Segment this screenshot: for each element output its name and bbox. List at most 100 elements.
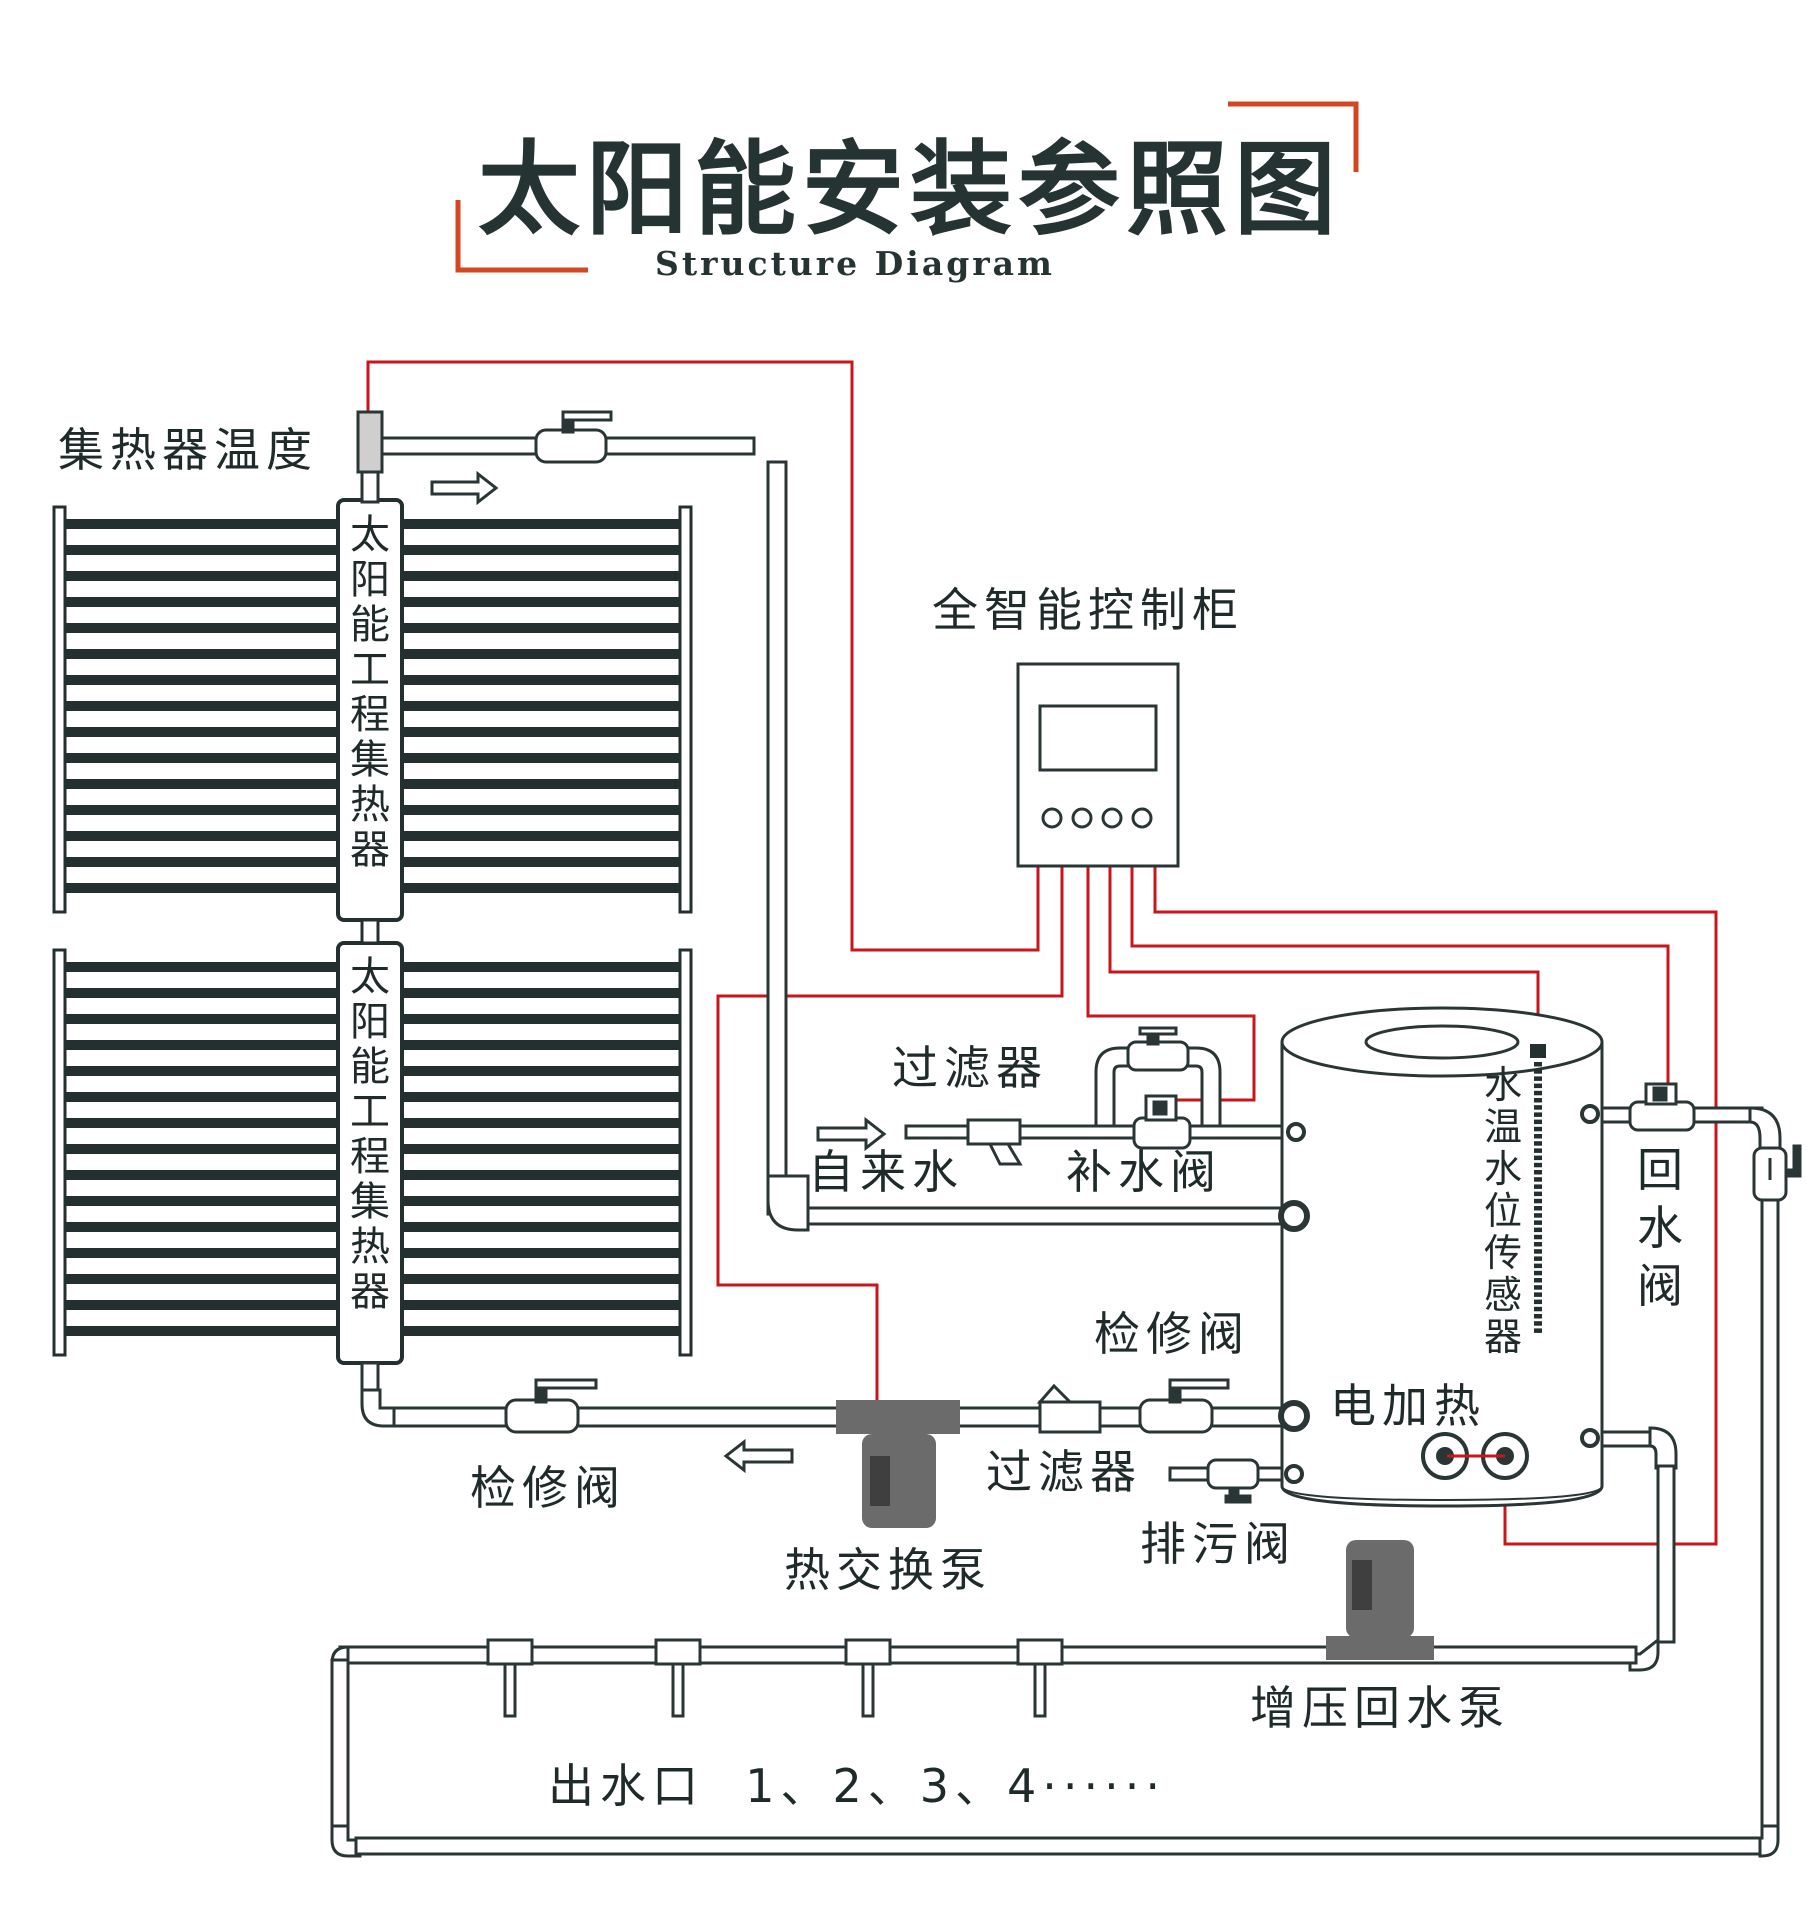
sensor-dot xyxy=(1534,1069,1542,1074)
sensor-dot xyxy=(1534,1285,1542,1290)
outlet-tee xyxy=(486,1638,534,1666)
check-valve-right xyxy=(1752,1144,1802,1202)
label-maintenance-valve-right: 检修阀 xyxy=(1094,1307,1250,1361)
title-accent-top-right xyxy=(1228,101,1359,172)
sensor-dot xyxy=(1534,1198,1542,1204)
sensor-dot xyxy=(1534,1134,1542,1139)
pipe-elbow-right-top xyxy=(1748,1106,1782,1152)
wire-return-valve xyxy=(1130,866,1670,1090)
sensor-dot xyxy=(1534,1213,1542,1218)
collector-name-lower: 太阳能工程集热器 xyxy=(350,954,390,1315)
collector-temp-probe xyxy=(356,410,384,474)
pipe-loop-left xyxy=(330,1658,350,1834)
outlet-tee xyxy=(844,1638,892,1666)
heat-exchange-pump-icon xyxy=(836,1400,960,1528)
flow-arrow-tap xyxy=(816,1116,887,1152)
label-booster-return-pump: 增压回水泵 xyxy=(1250,1681,1510,1735)
collector-connector xyxy=(360,918,380,945)
port-drain xyxy=(1284,1464,1304,1484)
pipe-supply-to-tank xyxy=(806,1206,1296,1226)
sensor-dot xyxy=(1534,1191,1542,1197)
maintenance-valve-right-icon xyxy=(1138,1378,1230,1434)
label-drain-valve: 排污阀 xyxy=(1140,1517,1296,1571)
pipe-right-vertical xyxy=(1760,1194,1780,1832)
makeup-solenoid-valve xyxy=(1132,1094,1192,1150)
label-maintenance-valve-left: 检修阀 xyxy=(470,1461,626,1515)
port-outlet-right xyxy=(1580,1428,1600,1448)
sensor-dot xyxy=(1534,1112,1542,1117)
sensor-dot xyxy=(1534,1126,1542,1132)
sensor-probe-dots xyxy=(1534,1062,1542,1333)
sensor-dot xyxy=(1534,1170,1542,1175)
sensor-dot xyxy=(1534,1206,1542,1211)
drain-valve-icon xyxy=(1206,1458,1260,1504)
sensor-dot xyxy=(1534,1256,1542,1261)
outlet-tap xyxy=(503,1662,517,1718)
wire-collector-temp xyxy=(366,360,1040,952)
sensor-dot xyxy=(1534,1299,1542,1305)
filter-top-icon xyxy=(966,1118,1023,1166)
ball-valve-top xyxy=(534,410,613,464)
port-circulation xyxy=(1278,1400,1310,1432)
sensor-dot xyxy=(1534,1083,1542,1089)
wire-sensor xyxy=(1108,866,1540,1048)
sensor-dot xyxy=(1534,1270,1542,1276)
outlet-taps xyxy=(486,1638,1064,1718)
label-control-cabinet: 全智能控制柜 xyxy=(932,583,1244,637)
bypass-ball-valve xyxy=(1126,1026,1190,1072)
sensor-dot xyxy=(1534,1098,1542,1103)
sensor-dot xyxy=(1534,1227,1542,1233)
sensor-dot xyxy=(1534,1314,1542,1319)
flow-arrow-top xyxy=(430,470,499,506)
storage-tank xyxy=(1278,1006,1604,1508)
label-sensor: 水温水位传感器 xyxy=(1484,1063,1522,1359)
control-display xyxy=(1038,704,1158,772)
control-button-3 xyxy=(1101,807,1123,829)
sensor-dot xyxy=(1534,1148,1542,1153)
labels: 集热器温度 全智能控制柜 过滤器 自来水 补水阀 检修阀 检修阀 电加热 过滤器… xyxy=(58,423,1683,1813)
sensor-dot xyxy=(1534,1242,1542,1247)
filter-bottom-icon xyxy=(1036,1383,1102,1434)
water-level-sensor xyxy=(1530,1044,1546,1058)
solar-collector-lower xyxy=(52,941,693,1365)
pipe-supply-vertical xyxy=(766,460,788,1216)
outlet-tap xyxy=(861,1662,875,1718)
label-collector-temp: 集热器温度 xyxy=(58,423,318,477)
flow-arrow-return xyxy=(723,1438,794,1474)
page-title: 太阳能安装参照图 xyxy=(478,130,1342,250)
label-electric-heater: 电加热 xyxy=(1330,1379,1486,1433)
sensor-dot xyxy=(1534,1306,1542,1312)
label-tap-water: 自来水 xyxy=(808,1145,964,1199)
pipe-elbow-supply xyxy=(766,1174,810,1232)
control-button-2 xyxy=(1071,807,1093,829)
outlet-tap xyxy=(671,1662,685,1718)
pipe-distribution xyxy=(338,1645,1638,1665)
sensor-dot xyxy=(1534,1321,1542,1326)
wire-makeup-valve xyxy=(1086,866,1256,1102)
sensor-dot xyxy=(1534,1162,1542,1168)
sensor-dot xyxy=(1534,1062,1542,1067)
sensor-dot xyxy=(1534,1220,1542,1225)
control-button-1 xyxy=(1041,807,1063,829)
sensor-dot xyxy=(1534,1105,1542,1110)
pipe-distribution-vertical xyxy=(1656,1464,1676,1644)
label-return-valve: 回水阀 xyxy=(1637,1143,1683,1313)
sensor-dot xyxy=(1534,1234,1542,1240)
control-cabinet xyxy=(1016,662,1180,868)
sensor-dot xyxy=(1534,1249,1542,1254)
control-button-4 xyxy=(1131,807,1153,829)
pipe-elbow-loop-bottom-right xyxy=(1758,1824,1780,1858)
maintenance-valve-left-icon xyxy=(504,1378,598,1434)
sensor-dot xyxy=(1534,1141,1542,1146)
pipe-tap-water xyxy=(904,1124,1296,1140)
label-filter-top: 过滤器 xyxy=(892,1041,1048,1095)
return-solenoid-valve xyxy=(1628,1082,1696,1132)
sensor-dot xyxy=(1534,1090,1542,1096)
label-filter-bottom: 过滤器 xyxy=(986,1445,1142,1499)
port-tap-inlet xyxy=(1286,1122,1306,1142)
sensor-dot xyxy=(1534,1184,1542,1189)
title-accent-bottom-left xyxy=(455,200,588,273)
outlet-tee xyxy=(654,1638,702,1666)
sensor-dot xyxy=(1534,1328,1542,1333)
